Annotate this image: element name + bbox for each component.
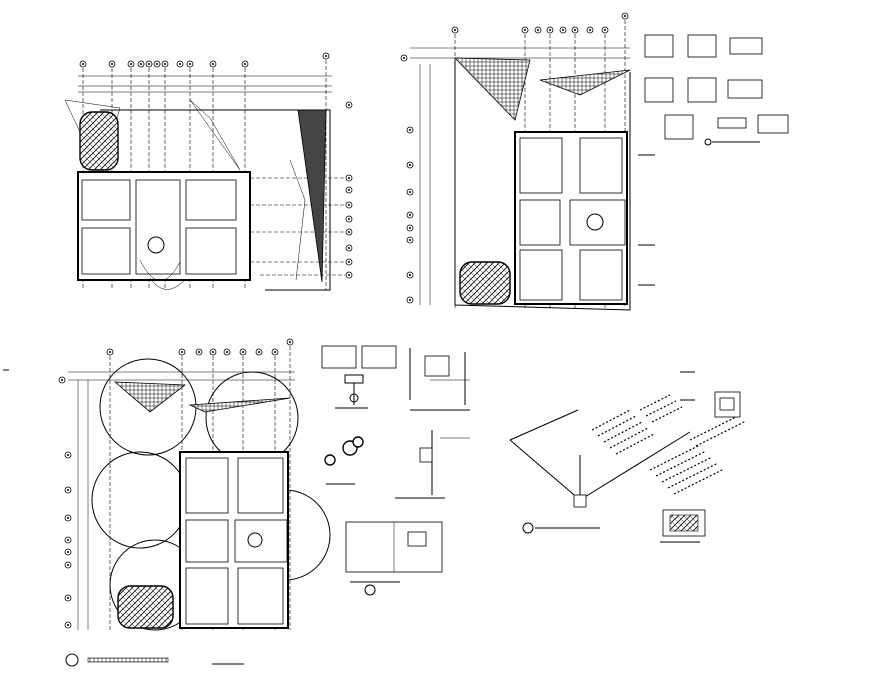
site-plan-bottom-left: [58, 338, 331, 667]
title-marker: [522, 522, 600, 534]
section-detail: [409, 348, 470, 411]
valve-detail: [335, 374, 368, 409]
grid-bubbles-left: [406, 126, 414, 304]
floor-plan-top-right: [400, 12, 789, 311]
scale-bar: [65, 653, 244, 667]
isometric-piping-bottom-right: [509, 371, 747, 543]
grid-bubbles-top: [58, 338, 294, 384]
pump-detail: [395, 430, 470, 499]
pipe-fitting-detail: [324, 436, 364, 485]
building-footprint: [77, 171, 251, 290]
detail-callouts: [644, 34, 789, 146]
grid-bubbles-left: [64, 451, 72, 629]
ground-floor-plan-top-left: [64, 52, 353, 291]
parking-pod: [117, 585, 174, 629]
legend-block: [680, 371, 741, 418]
grid-bubbles-top: [79, 52, 330, 68]
grid-bubbles-top: [400, 12, 629, 62]
fixture-array-2: [649, 414, 747, 495]
parking-pod: [459, 261, 511, 305]
room-detail: [345, 521, 443, 596]
details-bottom-center: [321, 345, 470, 596]
fixture-array-1: [591, 394, 683, 455]
parking-pod: [79, 111, 119, 171]
inset-plan: [660, 509, 706, 543]
grid-bubbles-right: [345, 101, 353, 279]
